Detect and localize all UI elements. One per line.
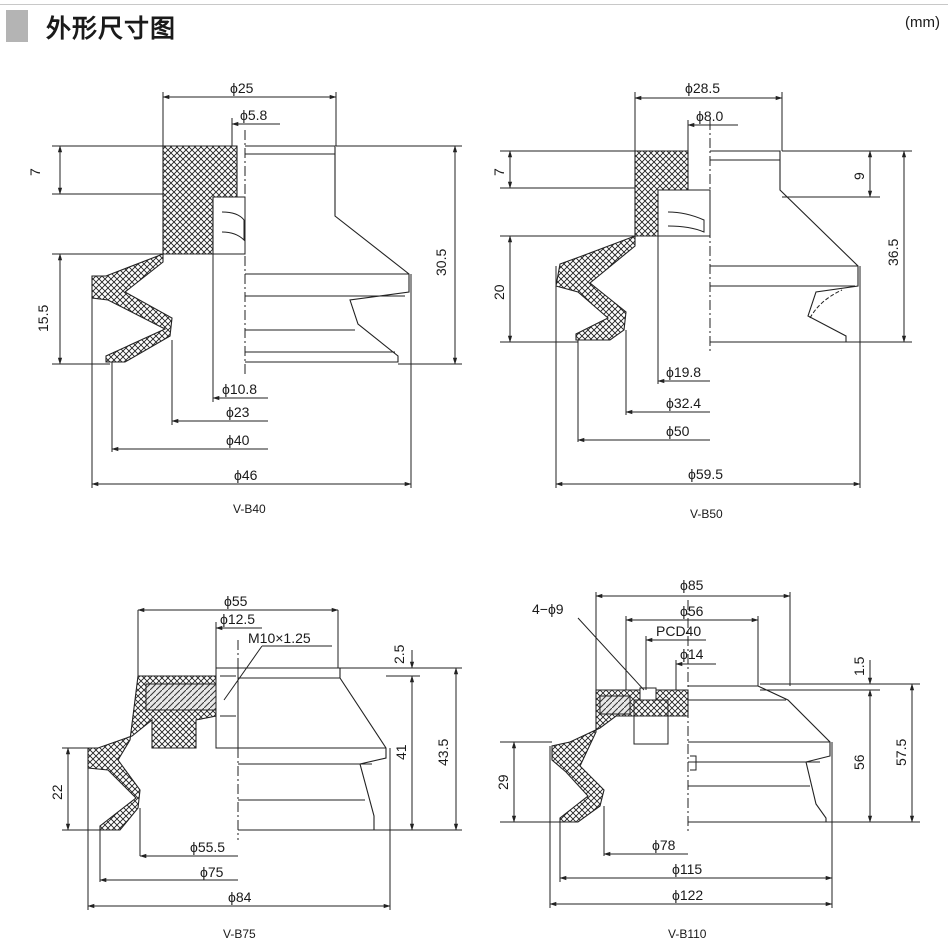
dim-d115: ϕ115 [672,861,702,877]
dim-d55-5: ϕ55.5 [190,839,225,855]
dim-d85: ϕ85 [680,577,704,593]
dim-h7: 7 [491,168,507,176]
dim-d19-8: ϕ19.8 [666,364,701,380]
title-marker [6,10,28,42]
dim-d28-5: ϕ28.5 [685,80,720,96]
dim-d12-5: ϕ12.5 [220,611,255,627]
dim-h2-5: 2.5 [391,644,407,664]
dim-h9: 9 [851,172,867,180]
labels-v-b75: ϕ55 ϕ12.5 M10×1.25 2.5 41 43.5 22 ϕ55.5 … [49,593,451,941]
labels-v-b50: ϕ28.5 ϕ8.0 7 9 20 36.5 ϕ19.8 ϕ32.4 ϕ50 ϕ… [491,80,901,521]
dim-h15-5: 15.5 [35,305,51,332]
dim-d46: ϕ46 [234,467,258,483]
diagram-v-b110 [500,592,920,908]
dim-d40: ϕ40 [226,432,250,448]
unit-label: (mm) [905,14,940,31]
dim-d59-5: ϕ59.5 [688,466,723,482]
dim-h29: 29 [495,774,511,790]
dim-h1-5: 1.5 [851,656,867,676]
diagram-v-b50 [500,92,912,488]
model-caption: V-B75 [223,927,256,941]
dim-d56: ϕ56 [680,603,704,619]
model-caption: V-B40 [233,502,266,516]
dim-d84: ϕ84 [228,889,252,905]
dim-h7: 7 [27,168,43,176]
dim-h56: 56 [851,754,867,770]
dim-d5-8: ϕ5.8 [240,107,268,123]
dim-d23: ϕ23 [226,404,250,420]
dim-d8: ϕ8.0 [696,108,724,124]
dim-d50: ϕ50 [666,423,690,439]
dim-d14: ϕ14 [680,646,704,662]
model-caption: V-B110 [668,927,707,941]
dim-d55: ϕ55 [224,593,248,609]
dim-h57-5: 57.5 [893,739,909,766]
dim-h22: 22 [49,784,65,800]
model-caption: V-B50 [690,507,723,521]
dim-d75: ϕ75 [200,864,224,880]
labels-v-b110: 4−ϕ9 ϕ85 ϕ56 PCD40 ϕ14 1.5 56 57.5 29 ϕ7… [495,577,909,941]
dim-h41: 41 [393,744,409,760]
dim-d32-4: ϕ32.4 [666,395,701,411]
dim-d122: ϕ122 [672,887,703,903]
dim-thread: M10×1.25 [248,630,311,646]
diagram-v-b40 [52,92,462,488]
page-title: 外形尺寸图 [46,14,177,43]
dim-pcd: PCD40 [656,623,701,639]
diagram-v-b75 [62,607,462,910]
dim-h43-5: 43.5 [435,739,451,766]
dim-h20: 20 [491,284,507,300]
labels-v-b40: ϕ25 ϕ5.8 7 15.5 30.5 ϕ10.8 ϕ23 ϕ40 ϕ46 V… [27,80,449,516]
dim-h30-5: 30.5 [433,249,449,276]
dim-h36-5: 36.5 [885,239,901,266]
dim-holes: 4−ϕ9 [532,601,564,617]
dim-d10-8: ϕ10.8 [222,381,257,397]
header-rule [0,4,948,5]
dim-d78: ϕ78 [652,837,676,853]
dim-d25: ϕ25 [230,80,254,96]
